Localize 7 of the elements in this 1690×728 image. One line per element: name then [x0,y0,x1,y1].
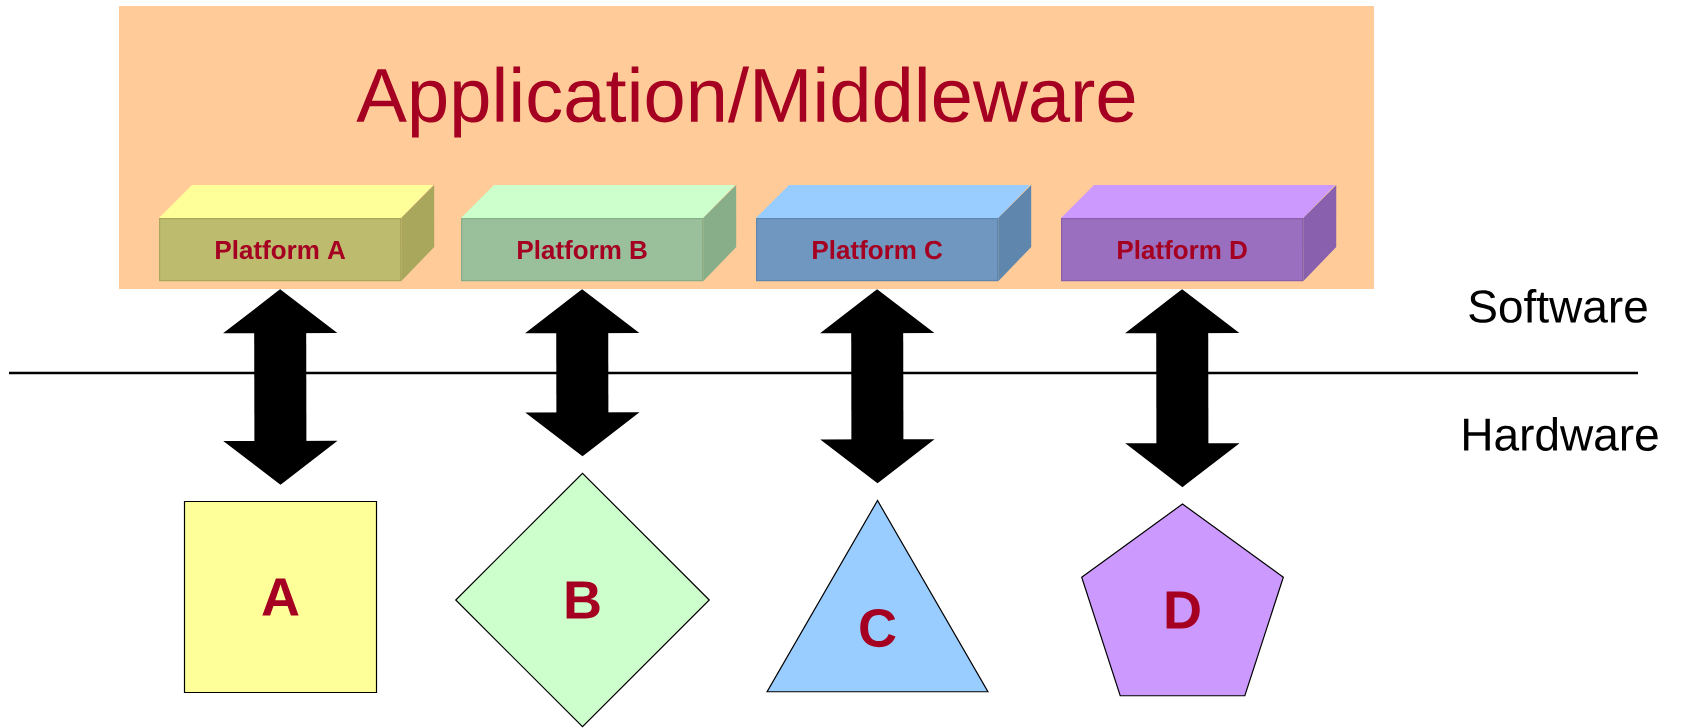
platform-block: Platform A [159,185,435,282]
platform-block: Platform D [1061,185,1337,282]
platform-block: Platform B [461,185,737,282]
layer-label: Hardware [1464,417,1658,451]
panel-heading: Application/Middleware [356,66,1135,138]
platform-block: Platform C [756,185,1032,282]
layer-label: Software [1469,289,1647,323]
